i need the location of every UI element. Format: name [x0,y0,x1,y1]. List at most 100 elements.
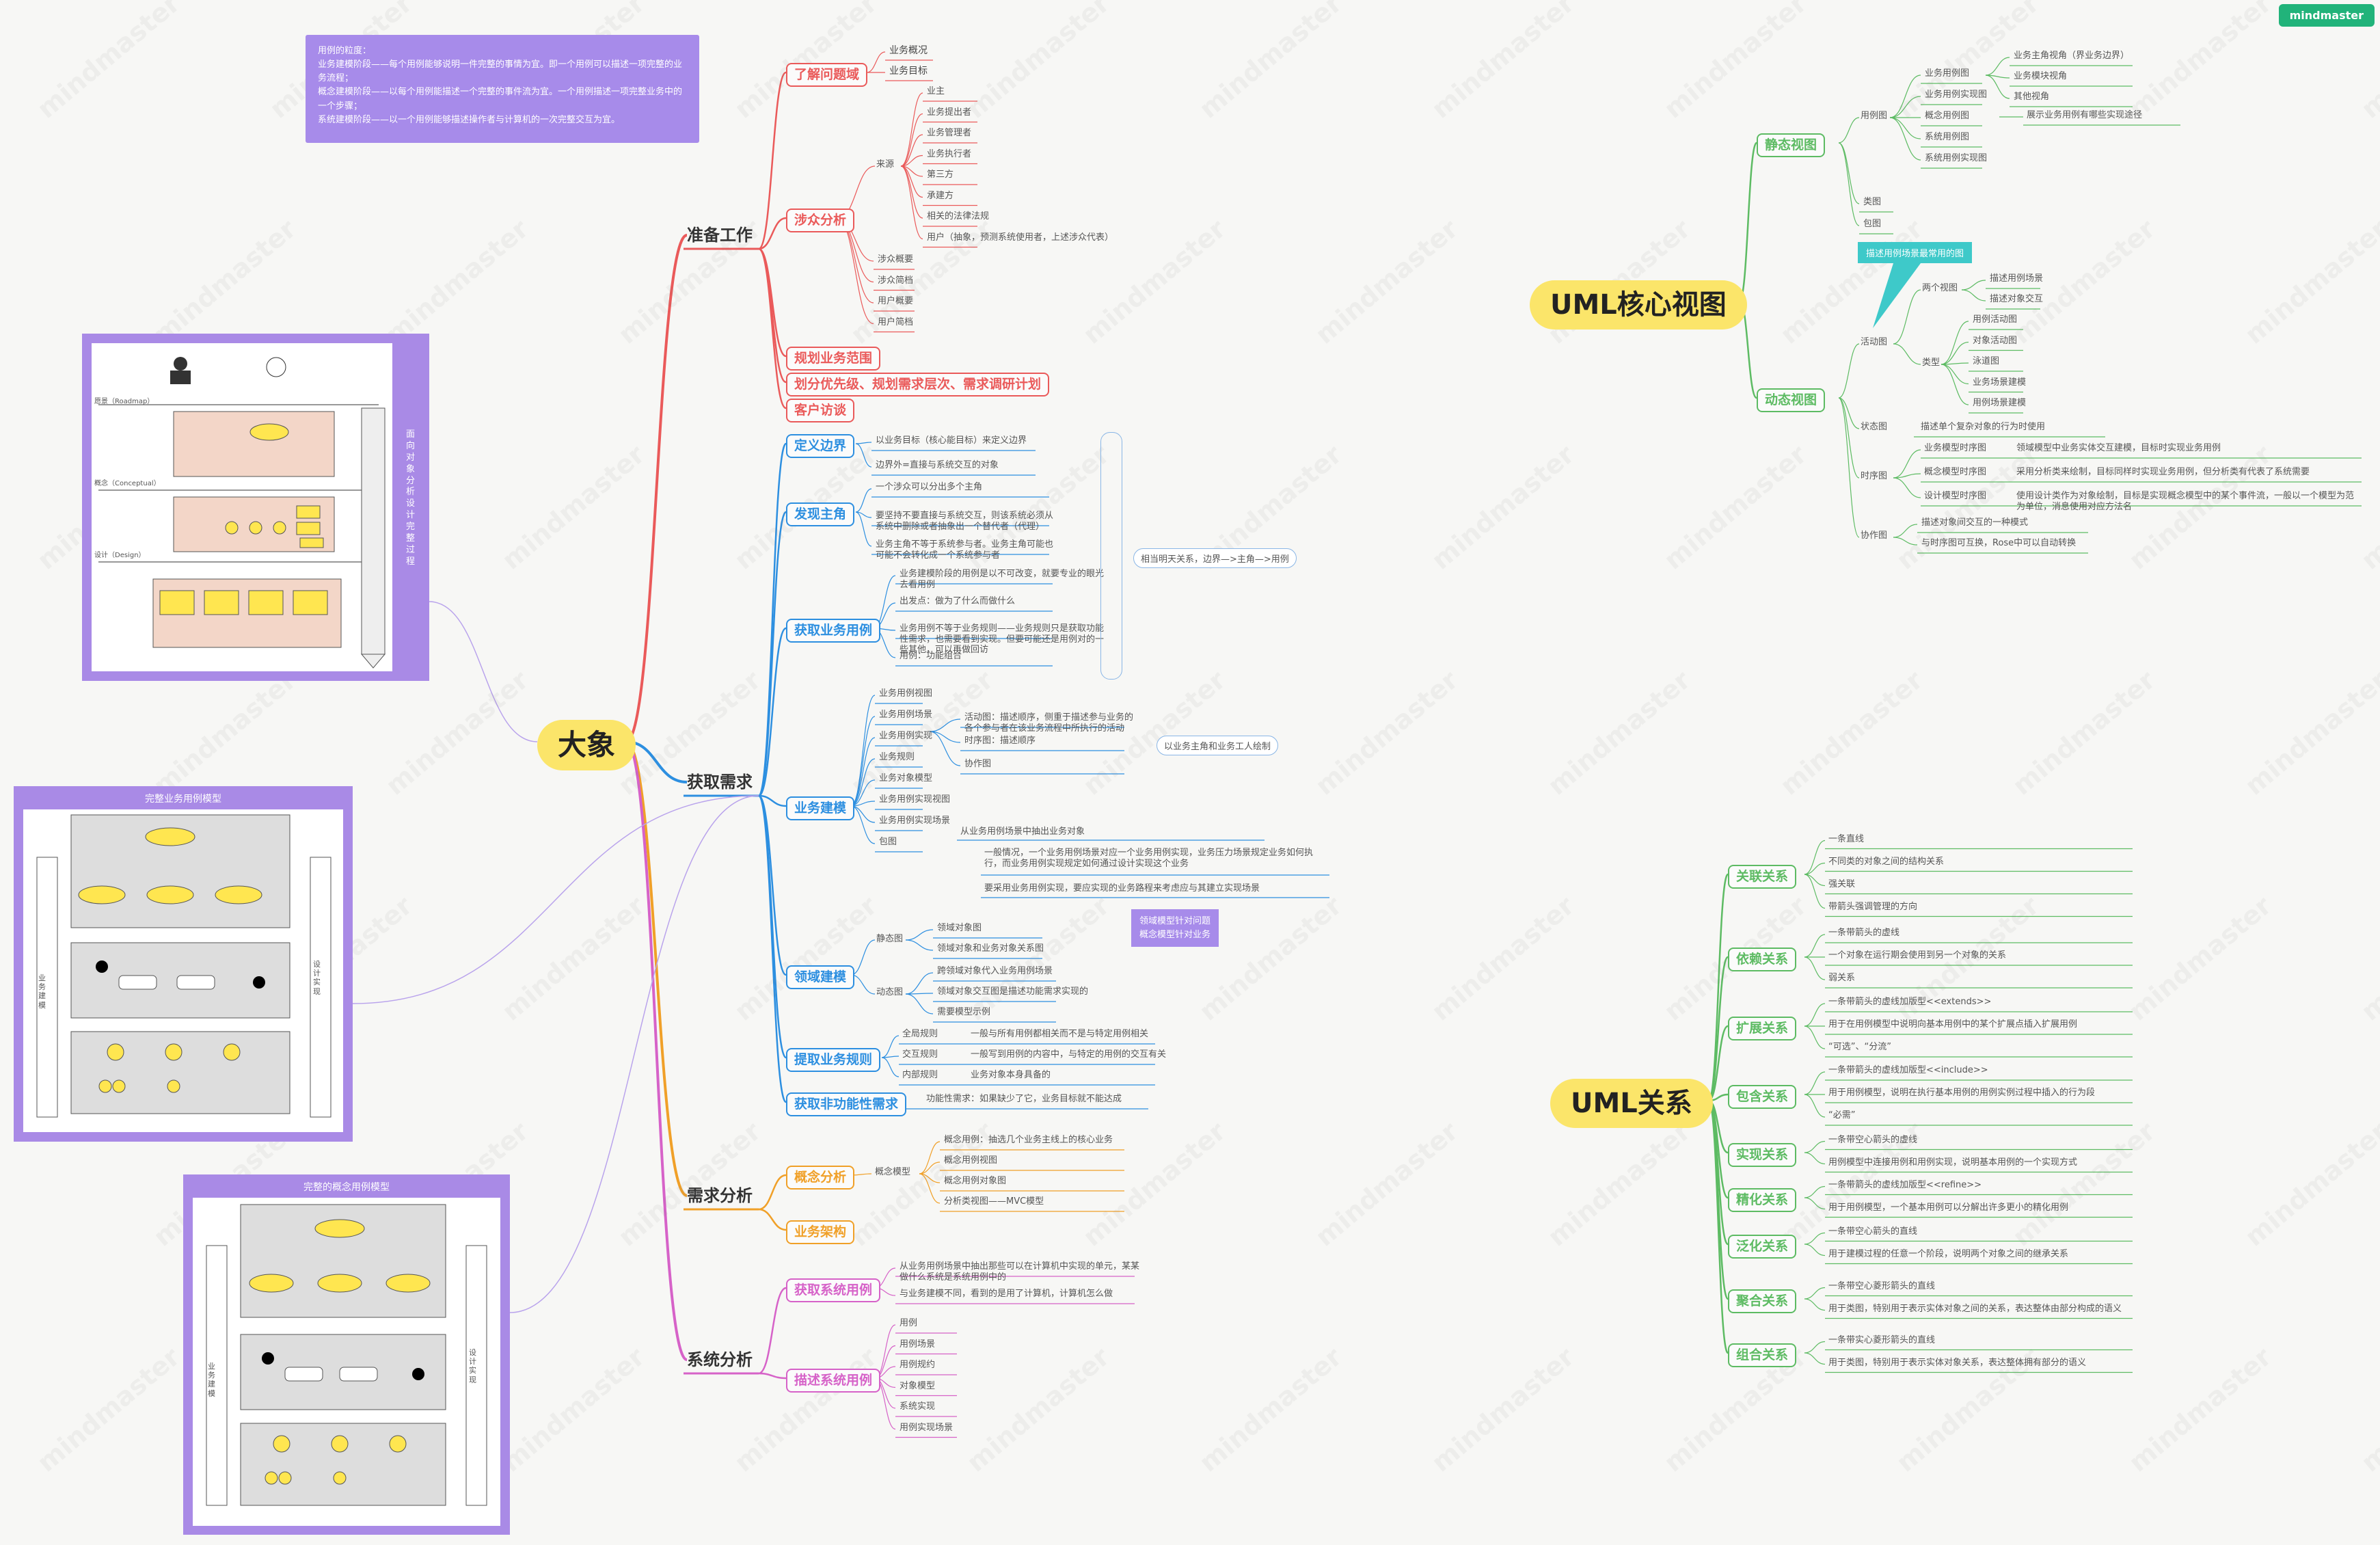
core-seq[interactable]: 时序图 [1861,471,1888,481]
rule-0[interactable]: 全局规则 [902,1029,938,1039]
seq-desc-1[interactable]: 采用分析类来绘制，目标同样时实现业务用例，但分析类有代表了系统需要 [2016,467,2310,477]
relation-1-desc-0[interactable]: 一条带箭头的虚线 [1828,928,1900,938]
actor-item-1[interactable]: 要坚持不要直接与系统交互，则该系统必须从系统中删除或者抽象出一个替代者（代理） [876,511,1054,532]
stake-source-item-4[interactable]: 第三方 [927,170,954,180]
type-item-4[interactable]: 用例场景建模 [1973,398,2027,408]
rule-desc-0[interactable]: 一般与所有用例都相关而不是与特定用例相关 [971,1029,1149,1039]
getuc-item-0[interactable]: 业务建模阶段的用例是以不可改变，就要专业的眼光去看用例 [900,569,1105,590]
seq-desc-0[interactable]: 领域模型中业务实体交互建模，目标时实现业务用例 [2016,443,2221,453]
req-l2-2[interactable]: 获取业务用例 [786,619,881,643]
relation-0-desc-1[interactable]: 不同类的对象之间的结构关系 [1828,856,1945,867]
domain-child-0[interactable]: 业务概况 [889,45,928,56]
static-child-2[interactable]: 概念用例图 [1925,111,1970,121]
relation-7[interactable]: 聚合关系 [1728,1289,1797,1313]
prep-l2-0[interactable]: 了解问题域 [786,63,868,87]
domain-dynamic[interactable]: 动态图 [876,987,904,997]
scene-child-2[interactable]: 协作图 [964,759,992,769]
concept-item-0[interactable]: 概念用例：抽选几个业务主线上的核心业务 [944,1135,1113,1145]
model-item-2[interactable]: 业务用例实现 [879,731,933,741]
boundary-item-0[interactable]: 以业务目标（核心能目标）来定义边界 [876,435,1027,446]
relation-2-desc-2[interactable]: “可选”、“分流” [1828,1042,1891,1052]
impl-scene-desc[interactable]: 要采用业务用例实现，要应实现的业务路程来考虑应与其建立实现场景 [984,883,1260,894]
activity-type[interactable]: 类型 [1922,358,1940,368]
relation-5-desc-0[interactable]: 一条带箭头的虚线加版型<<refine>> [1828,1179,1982,1190]
rule-desc-1[interactable]: 一般写到用例的内容中，与特定的用例的交互有关 [971,1049,1167,1060]
relation-1-desc-1[interactable]: 一个对象在运行期会使用到另一个对象的关系 [1828,950,2007,960]
concept-item-1[interactable]: 概念用例视图 [944,1155,998,1166]
stake-more-2[interactable]: 用户概要 [878,296,914,306]
model-item-1[interactable]: 业务用例场景 [879,710,933,720]
relation-3-desc-0[interactable]: 一条带箭头的虚线加版型<<include>> [1828,1065,1988,1075]
concept-model[interactable]: 概念模型 [875,1167,911,1177]
prep-l2-4[interactable]: 客户访谈 [786,399,855,422]
relation-2-desc-0[interactable]: 一条带箭头的虚线加版型<<extends>> [1828,997,1992,1007]
relation-5[interactable]: 精化关系 [1728,1188,1797,1212]
model-item-6[interactable]: 业务用例实现场景 [879,816,951,826]
model-item-3[interactable]: 业务规则 [879,752,915,762]
domain-static-item-0[interactable]: 领域对象图 [937,923,982,933]
core-l2-0[interactable]: 静态视图 [1757,133,1826,157]
boundary-item-1[interactable]: 边界外=直接与系统交互的对象 [876,460,999,470]
domain-dynamic-item-2[interactable]: 需要模型示例 [937,1007,991,1017]
concept-item-3[interactable]: 分析类视图——MVC模型 [944,1196,1044,1207]
scene-child-0[interactable]: 活动图：描述顺序，侧重于描述参与业务的各个参与者在该业务流程中所执行的活动 [964,712,1134,734]
relation-1-desc-2[interactable]: 弱关系 [1828,973,1856,983]
getuc-item-1[interactable]: 出发点：做为了什么而做什么 [900,596,1016,606]
sys-desc-item-2[interactable]: 用例规约 [900,1360,936,1370]
prep-l2-1[interactable]: 涉众分析 [786,209,855,232]
relation-0-desc-0[interactable]: 一条直线 [1828,833,1865,844]
rule-1[interactable]: 交互规则 [902,1049,938,1060]
model-item-7[interactable]: 包图 [879,837,897,847]
domain-static[interactable]: 静态图 [876,934,904,944]
stake-source-item-5[interactable]: 承建方 [927,190,954,201]
relation-6-desc-0[interactable]: 一条带空心箭头的直线 [1828,1226,1918,1237]
relation-8[interactable]: 组合关系 [1728,1343,1797,1367]
analysis-l2-0[interactable]: 概念分析 [786,1166,855,1190]
static-child-0[interactable]: 业务用例图 [1925,68,1970,79]
req-l2-4[interactable]: 领域建模 [786,965,855,989]
relation-7-desc-1[interactable]: 用于类图，特别用于表示实体对象之间的关系，表达整体由部分构成的语义 [1828,1303,2122,1314]
two-views-item-0[interactable]: 描述用例场景 [1990,273,2044,284]
branch-sys[interactable]: 系统分析 [687,1350,753,1369]
seq-item-1[interactable]: 概念模型时序图 [1924,467,1987,477]
domain-child-1[interactable]: 业务目标 [889,66,928,77]
biz-uc-child-2[interactable]: 其他视角 [2014,92,2050,102]
analysis-l2-1[interactable]: 业务架构 [786,1220,855,1244]
branch-prep[interactable]: 准备工作 [687,226,753,245]
state-desc[interactable]: 描述单个复杂对象的行为时使用 [1921,422,2046,432]
relation-2-desc-1[interactable]: 用于在用例模型中说明向基本用例中的某个扩展点插入扩展用例 [1828,1019,2078,1030]
obj-model-desc[interactable]: 从业务用例场景中抽出业务对象 [960,827,1085,837]
seq-item-2[interactable]: 设计模型时序图 [1924,491,1987,501]
static-child-1[interactable]: 业务用例实现图 [1925,90,1988,100]
stake-more-1[interactable]: 涉众简档 [878,275,914,286]
core-l2-1[interactable]: 动态视图 [1757,388,1826,412]
nonfunc-desc[interactable]: 功能性需求：如果缺少了它，业务目标就不能达成 [926,1094,1122,1104]
relation-7-desc-0[interactable]: 一条带空心菱形箭头的直线 [1828,1280,1936,1291]
getuc-item-2[interactable]: 业务用例不等于业务规则——业务规则只是获取功能性需求，也需要看到实现。但要可能还… [900,623,1105,656]
biz-uc-child-0[interactable]: 业务主角视角（界业务边界） [2014,51,2130,61]
actor-item-0[interactable]: 一个涉众可以分出多个主角 [876,482,983,492]
static-more-1[interactable]: 包图 [1863,219,1882,229]
stake-source-item-2[interactable]: 业务管理者 [927,128,972,138]
relation-0-desc-3[interactable]: 带箭头强调管理的方向 [1828,901,1918,912]
model-item-0[interactable]: 业务用例视图 [879,688,933,699]
relation-8-desc-0[interactable]: 一条带实心菱形箭头的直线 [1828,1334,1936,1345]
type-item-3[interactable]: 业务场景建模 [1973,377,2027,388]
seq-desc-2[interactable]: 使用设计类作为对象绘制，目标是实现概念模型中的某个事件流，一般以一个模型为范为单… [2016,491,2355,512]
prep-l2-2[interactable]: 规划业务范围 [786,347,881,371]
stake-more-3[interactable]: 用户简档 [878,317,914,327]
sys-desc-item-5[interactable]: 用例实现场景 [900,1422,954,1433]
branch-req[interactable]: 获取需求 [687,772,753,792]
rule-2[interactable]: 内部规则 [902,1070,938,1080]
biz-impl-child[interactable]: 展示业务用例有哪些实现途径 [2027,110,2143,120]
relation-0-desc-2[interactable]: 强关联 [1828,878,1856,889]
relation-4[interactable]: 实现关系 [1728,1143,1797,1167]
stake-source[interactable]: 来源 [876,159,895,170]
branch-analysis[interactable]: 需求分析 [687,1186,753,1205]
sys-desc-item-3[interactable]: 对象模型 [900,1380,936,1391]
relation-6-desc-1[interactable]: 用于建模过程的任意一个阶段，说明两个对象之间的继承关系 [1828,1248,2069,1259]
type-item-1[interactable]: 对象活动图 [1973,335,2018,346]
domain-dynamic-item-0[interactable]: 跨领域对象代入业务用例场景 [937,966,1053,976]
type-item-0[interactable]: 用例活动图 [1973,314,2018,325]
biz-uc-child-1[interactable]: 业务模块视角 [2014,71,2068,81]
